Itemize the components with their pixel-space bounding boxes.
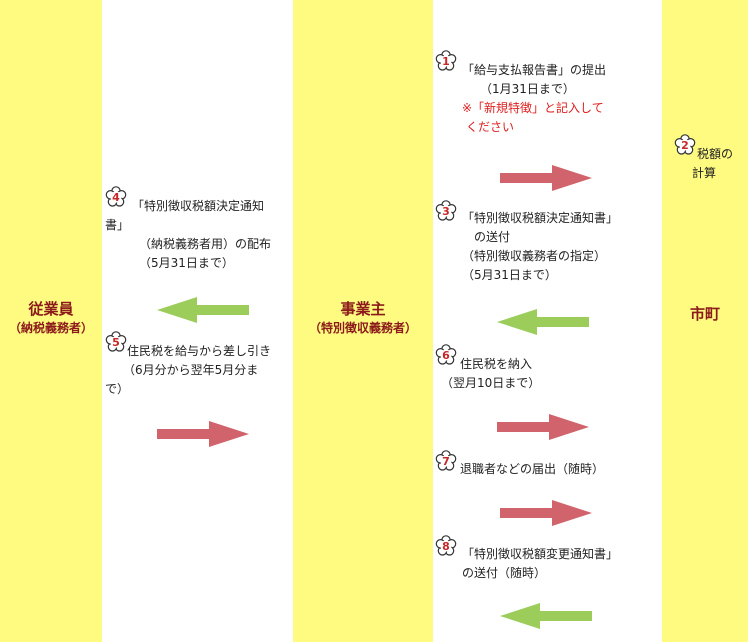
- svg-text:1: 1: [442, 55, 450, 68]
- employee-subtitle: （納税義務者）: [8, 321, 93, 335]
- step-7-badge-icon: 7: [435, 450, 457, 472]
- employee-title: 従業員: [28, 300, 74, 318]
- step-1-text: 「給与支払報告書」の提出 （1月31日まで） ※「新規特徴」と記入して ください: [462, 63, 607, 134]
- svg-text:6: 6: [442, 349, 450, 362]
- svg-text:7: 7: [442, 455, 450, 468]
- arrow-right-7-icon: [500, 500, 592, 526]
- step-2-line1: 税額の: [697, 147, 734, 161]
- step-8-badge-icon: 8: [435, 535, 457, 557]
- arrow-left-8-icon: [500, 603, 592, 629]
- step-4-text: 「特別徴収税額決定通知 書」 （納税義務者用）の配布 （5月31日まで）: [105, 199, 272, 270]
- step-2-line2: 計算: [692, 166, 717, 180]
- step-3-text: 「特別徴収税額決定通知書」 の送付 （特別徴収義務者の指定） （5月31日まで）: [462, 211, 619, 282]
- employee-column: 従業員 （納税義務者）: [0, 0, 102, 642]
- svg-text:3: 3: [442, 205, 450, 218]
- step-6-badge-icon: 6: [435, 344, 457, 366]
- employer-column: 事業主 （特別徴収義務者）: [293, 0, 433, 642]
- step-6-text: 住民税を納入 （翌月10日まで）: [441, 357, 541, 390]
- city-column: 市町: [662, 0, 748, 642]
- step-5-text: 住民税を給与から差し引き （6月分から翌年5月分ま で）: [105, 344, 272, 396]
- arrow-left-3-icon: [497, 309, 589, 335]
- employer-title: 事業主: [340, 300, 386, 318]
- step-8-text: 「特別徴収税額変更通知書」 の送付（随時）: [462, 547, 619, 580]
- arrow-right-1-icon: [500, 165, 592, 191]
- svg-text:2: 2: [681, 139, 689, 152]
- step-5-badge-icon: 5: [105, 331, 127, 353]
- svg-text:4: 4: [112, 191, 120, 204]
- step-2-badge-icon: 2: [674, 134, 696, 156]
- svg-text:8: 8: [442, 540, 450, 553]
- step-7-text: 退職者などの届出（随時）: [460, 462, 605, 476]
- step-1-badge-icon: 1: [435, 50, 457, 72]
- city-title: 市町: [689, 305, 720, 323]
- step-4-badge-icon: 4: [105, 186, 127, 208]
- svg-text:5: 5: [112, 336, 120, 349]
- arrow-right-5-icon: [157, 421, 249, 447]
- employer-subtitle: （特別徴収義務者）: [308, 321, 417, 335]
- arrow-right-6-icon: [497, 414, 589, 440]
- arrow-left-4-icon: [157, 297, 249, 323]
- step-3-badge-icon: 3: [435, 200, 457, 222]
